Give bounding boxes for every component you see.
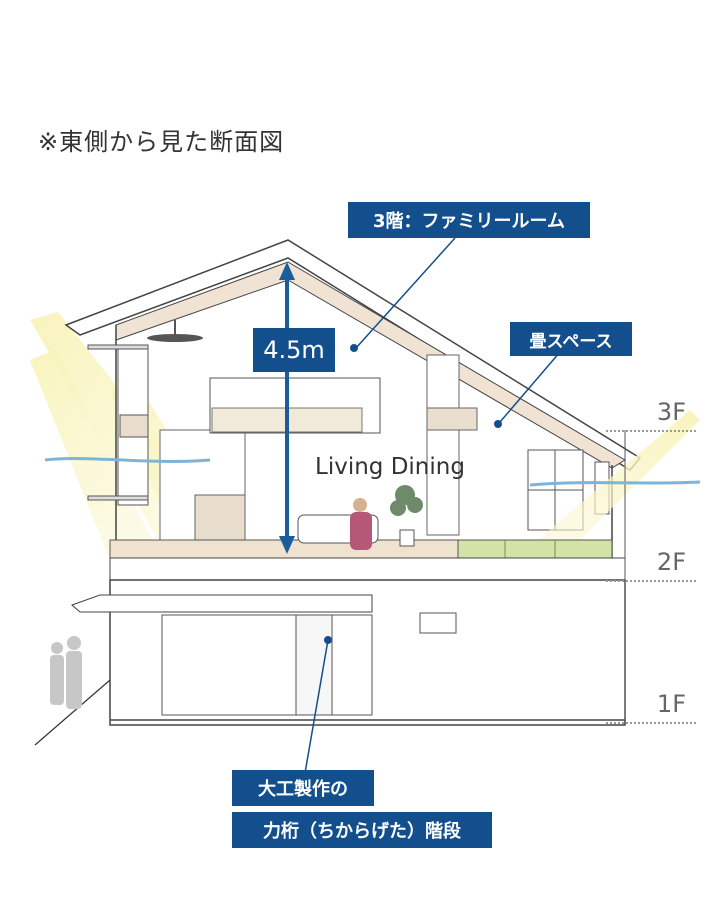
balcony-rail: [87, 495, 149, 501]
entrance-canopy: [71, 594, 373, 613]
first-floor-window: [419, 612, 457, 634]
beam-end: [426, 407, 478, 431]
seated-person: [353, 498, 367, 512]
label-living-dining: Living Dining: [315, 454, 465, 480]
window-opening: [426, 354, 460, 536]
window-frame: [119, 414, 149, 438]
plant: [390, 485, 423, 547]
floor-marker-3f: [606, 430, 696, 432]
floor-label-3f: 3F: [656, 398, 686, 426]
floor-label-2f: 2F: [656, 548, 686, 576]
label-stairs-line1: 大工製作の: [232, 770, 374, 806]
floor-label-1f: 1F: [656, 690, 686, 718]
tatami-floor: [457, 539, 613, 559]
balcony-rail: [87, 344, 149, 350]
label-tatami-space: 畳スペース: [510, 322, 632, 356]
ceiling-fan: [147, 334, 203, 342]
interior-wall: [194, 494, 246, 541]
entrance-opening: [161, 614, 373, 716]
wind-line: [44, 457, 211, 463]
floor-slab: [109, 557, 626, 581]
label-family-room: 3階：ファミリールーム: [348, 202, 590, 238]
stair-stringer: [295, 614, 333, 716]
label-stairs-line2: 力桁（ちからげた）階段: [232, 812, 492, 848]
sunlight-beam: [30, 350, 160, 560]
wind-line: [529, 480, 701, 487]
floor-marker-2f: [606, 580, 696, 582]
label-ceiling-height: 4.5m: [253, 328, 335, 372]
pedestrians: [50, 636, 82, 709]
floor-marker-1f: [606, 722, 696, 724]
diagram-caption: ※東側から見た断面図: [38, 128, 285, 156]
